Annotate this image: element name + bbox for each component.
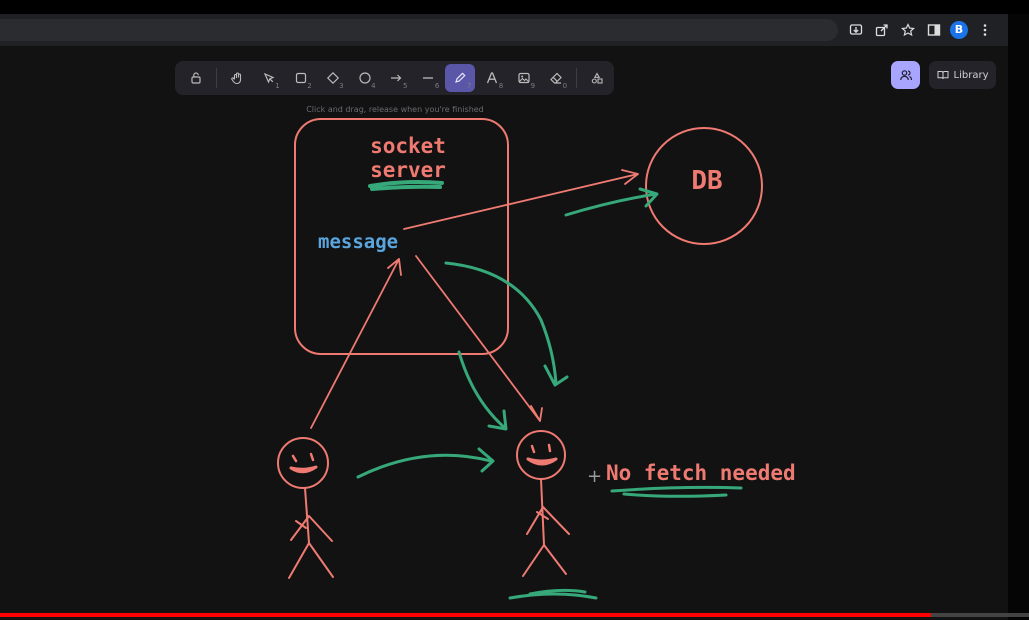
green-curve-arrow-right <box>444 261 569 387</box>
note-plus: + <box>587 466 602 487</box>
toolbar-divider <box>215 68 217 88</box>
shortcut-label: 2 <box>307 82 312 90</box>
browser-top-strip <box>0 0 1029 14</box>
collaborate-button[interactable] <box>891 61 920 89</box>
install-icon[interactable] <box>846 20 865 39</box>
shortcut-label: 7 <box>466 82 472 90</box>
more-icon[interactable] <box>975 20 994 39</box>
green-arrow-between-people <box>356 447 495 479</box>
browser-address-bar: B <box>0 14 1008 46</box>
toolbar-divider <box>576 68 578 88</box>
shortcut-label: 4 <box>371 82 376 90</box>
diamond-icon[interactable]: 3 <box>318 64 348 92</box>
green-arrow-to-db <box>564 187 659 217</box>
note-underline <box>610 485 743 498</box>
browser-actions: B <box>846 20 994 39</box>
server-underline <box>368 180 444 191</box>
more-tools-icon[interactable] <box>582 64 612 92</box>
drawing-hint: Click and drag, release when you're fini… <box>306 105 484 114</box>
book-icon <box>937 71 949 80</box>
video-progress-fill <box>0 613 932 617</box>
share-icon[interactable] <box>872 20 891 39</box>
text-icon[interactable]: 8 <box>477 64 507 92</box>
arrow-person-to-message <box>310 258 402 429</box>
image-icon[interactable]: 9 <box>509 64 539 92</box>
arrow-message-to-db <box>403 169 639 230</box>
line-icon[interactable]: 6 <box>413 64 443 92</box>
shortcut-label: 3 <box>339 82 344 90</box>
shortcut-label: 1 <box>275 82 280 90</box>
arrow-message-to-person <box>415 255 543 422</box>
shortcut-label: 6 <box>434 82 440 90</box>
message-label: message <box>318 231 398 253</box>
db-label: DB <box>691 166 722 196</box>
star-icon[interactable] <box>898 20 917 39</box>
lock-icon[interactable] <box>181 64 211 92</box>
sidepanel-icon[interactable] <box>924 20 943 39</box>
left-user-figure <box>277 437 334 579</box>
eraser-icon[interactable]: 0 <box>541 64 571 92</box>
pencil-icon[interactable]: 7 <box>445 64 476 92</box>
box-label-server: server <box>370 158 446 182</box>
right-user-figure <box>516 430 570 577</box>
omnibox[interactable] <box>0 19 838 41</box>
hand-icon[interactable] <box>222 64 252 92</box>
shortcut-label: 8 <box>498 82 504 90</box>
shortcut-label: 0 <box>562 82 568 90</box>
shortcut-label: 9 <box>530 82 536 90</box>
ellipse-icon[interactable]: 4 <box>350 64 380 92</box>
db-circle <box>645 127 763 245</box>
users-icon <box>899 70 912 81</box>
selection-icon[interactable]: 1 <box>254 64 284 92</box>
arrow-icon[interactable]: 5 <box>382 64 412 92</box>
note-text: No fetch needed <box>606 461 796 485</box>
library-button[interactable]: Library <box>929 61 996 89</box>
library-label: Library <box>953 69 989 81</box>
rectangle-icon[interactable]: 2 <box>286 64 316 92</box>
excalidraw-toolbar: 1 2 3 4 5 6 7 8 9 0 <box>175 61 614 95</box>
socket-server-box <box>294 118 509 355</box>
green-curve-arrow-down <box>457 350 508 431</box>
right-user-underline <box>508 588 598 600</box>
box-label-socket: socket <box>370 134 446 158</box>
shortcut-label: 5 <box>402 82 408 90</box>
video-progress-bar[interactable] <box>0 613 1029 617</box>
profile-avatar[interactable]: B <box>950 20 968 39</box>
window-edge <box>1008 14 1029 620</box>
